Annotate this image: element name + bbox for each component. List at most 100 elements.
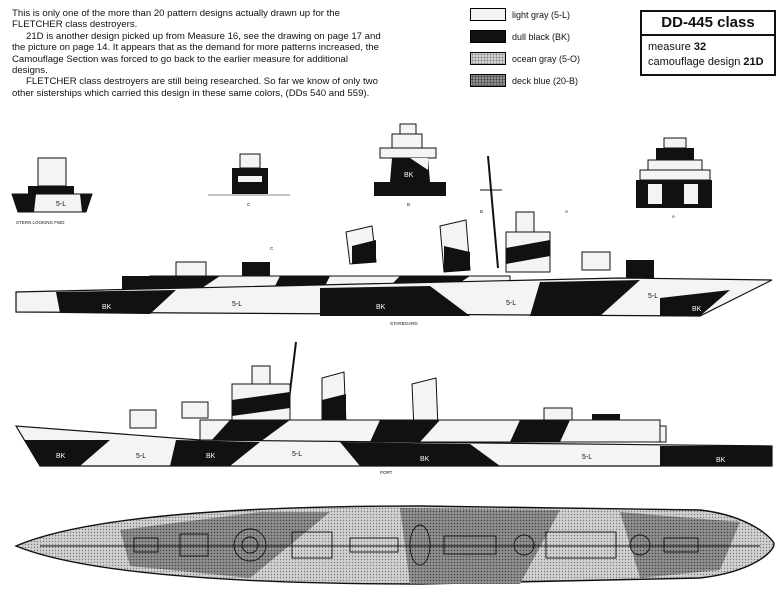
port-label-5: BK: [420, 456, 430, 463]
section-c-band: [238, 176, 262, 182]
legend-item-deck-blue: deck blue (20-B): [470, 74, 620, 92]
section-c-label: C: [247, 202, 251, 207]
deck-fitting: [233, 528, 267, 562]
starboard-bridge-black: [506, 240, 550, 264]
starboard-label-4: 5-L: [506, 300, 516, 307]
measure-value: 32: [693, 41, 707, 53]
deck-fitting: [409, 524, 431, 566]
port-profile: BK 5-L BK 5-L BK 5-L BK PORT: [14, 341, 773, 475]
port-label-2: 5-L: [136, 453, 146, 460]
starboard-gun-fwd-1: [581, 251, 611, 271]
starboard-profile: BK 5-L BK 5-L 5-L BK STARBOARD C B A: [15, 155, 773, 326]
starboard-mast: [487, 155, 499, 269]
legend-item-dull-black: dull black (BK): [470, 30, 620, 48]
marker-a: A: [565, 209, 568, 214]
section-b-bridge: [391, 133, 423, 149]
port-dh-black-3: [510, 420, 570, 442]
port-hull-black-1: [24, 440, 110, 466]
stern-funnel: [37, 157, 67, 187]
measure-label: measure: [648, 41, 691, 53]
stern-black-patch: [12, 194, 36, 212]
stern-black-patch-right: [80, 194, 92, 212]
port-gun-fwd-1: [129, 409, 157, 429]
starboard-label-2: 5-L: [232, 301, 242, 308]
port-label-3: BK: [206, 453, 216, 460]
section-a-panel-right: [684, 184, 698, 204]
starboard-funnel-fwd-black: [444, 246, 470, 272]
design-label: camouflage design: [648, 56, 741, 68]
intro-paragraph-2: 21D is another design picked up from Mea…: [12, 30, 381, 77]
starboard-label-6: BK: [692, 306, 702, 313]
legend-swatch: [470, 52, 506, 65]
legend-label: deck blue (20-B): [512, 76, 579, 86]
section-b-label: B: [407, 202, 410, 207]
section-a-wing: [639, 169, 711, 181]
legend-swatch: [470, 8, 506, 21]
deck-blue-patch-3: [620, 512, 740, 578]
section-c-top: [239, 153, 261, 169]
deck-fitting: [179, 533, 209, 557]
section-b-director: [399, 123, 417, 135]
section-a-director: [663, 137, 687, 149]
stern-deckhouse: [28, 186, 74, 194]
deck-fitting: [663, 537, 699, 553]
section-a-view: A: [636, 137, 712, 219]
legend-item-light-gray: light gray (5-L): [470, 8, 620, 26]
starboard-hull-black-3: [530, 280, 640, 316]
marker-b: B: [480, 209, 483, 214]
legend-label: dull black (BK): [512, 32, 571, 42]
starboard-funnel-aft-black: [352, 240, 376, 264]
section-a-hull: [636, 180, 712, 208]
deck-fitting: [241, 536, 259, 554]
port-label-1: BK: [56, 453, 66, 460]
deck-fitting: [629, 534, 651, 556]
class-title: DD-445 class: [642, 12, 774, 36]
class-info-box: DD-445 class measure 32 camouflage desig…: [640, 10, 776, 76]
section-b-view: BK B: [374, 123, 446, 207]
starboard-director: [515, 211, 535, 233]
starboard-caption: STARBOARD: [390, 321, 418, 326]
legend-item-ocean-gray: ocean gray (5-O): [470, 52, 620, 70]
section-a-deck: [647, 159, 703, 171]
port-hull-black-2: [170, 440, 260, 466]
section-b-white-wedge: [410, 158, 428, 170]
port-caption: PORT: [380, 470, 393, 475]
deck-blue-patch-1: [120, 512, 330, 578]
starboard-gun-aft-2: [242, 262, 270, 278]
section-b-deck: [379, 147, 437, 159]
design-value: 21D: [743, 56, 764, 68]
deck-fitting: [513, 534, 535, 556]
deck-plan-view: [14, 505, 775, 585]
port-label-4: 5-L: [292, 451, 302, 458]
legend-swatch: [470, 30, 506, 43]
port-director: [251, 365, 271, 385]
starboard-hull-black-1: [56, 290, 176, 314]
deck-fitting: [133, 537, 159, 553]
starboard-label-3: BK: [376, 304, 386, 311]
intro-paragraph-1: This is only one of the more than 20 pat…: [12, 8, 340, 31]
marker-c: C: [270, 246, 274, 251]
port-gun-fwd-2: [181, 401, 209, 419]
section-b-mark: BK: [404, 172, 414, 179]
intro-text: This is only one of the more than 20 pat…: [12, 8, 384, 99]
stern-label: 5-L: [56, 201, 66, 208]
port-hull-black-4: [660, 446, 772, 466]
starboard-label-5: 5-L: [648, 293, 658, 300]
port-hull-black-3: [340, 442, 500, 466]
deck-fitting: [545, 531, 617, 559]
section-a-panel-left: [648, 184, 662, 204]
deck-fitting: [349, 537, 399, 553]
port-label-7: BK: [716, 457, 726, 464]
port-funnel-1-black: [322, 394, 346, 426]
intro-paragraph-3: FLETCHER class destroyers are still bein…: [12, 76, 378, 99]
port-bridge-black: [232, 392, 290, 416]
deck-fittings: [40, 524, 760, 566]
legend-label: light gray (5-L): [512, 10, 571, 20]
section-a-label: A: [672, 214, 675, 219]
deck-fitting: [443, 535, 497, 555]
deck-fitting: [291, 531, 333, 559]
section-c-view: C: [208, 153, 290, 207]
port-dh-black-1: [210, 420, 290, 442]
starboard-gun-aft-3: [122, 276, 152, 292]
